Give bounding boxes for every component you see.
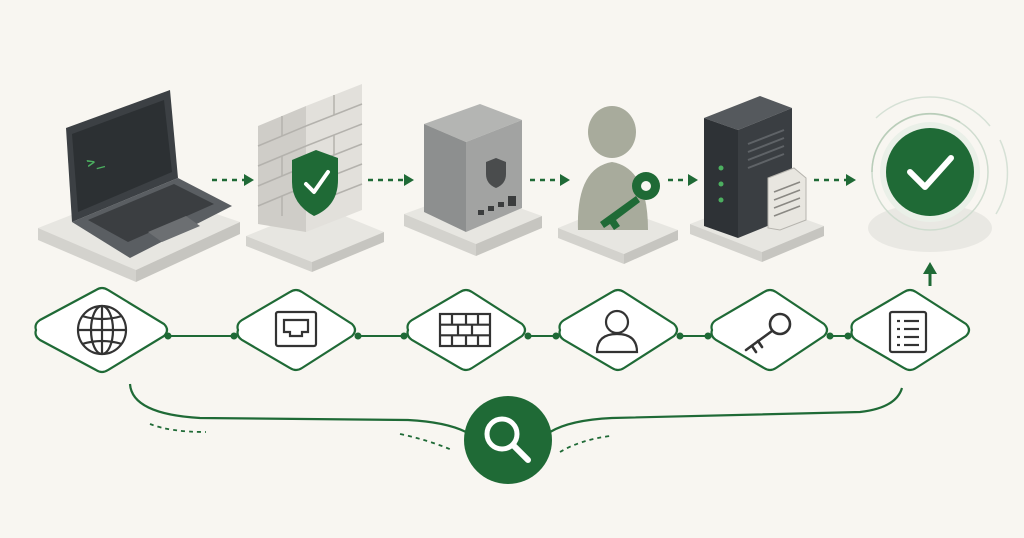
globe-icon <box>76 304 128 356</box>
gateway-box-icon <box>404 104 542 256</box>
user-key-icon <box>558 106 678 264</box>
user-icon <box>595 309 639 354</box>
flow-node-log <box>850 288 971 372</box>
terminal-prompt-text: >_ <box>85 152 106 172</box>
flow-node-user <box>558 288 679 372</box>
flow-node-credential <box>710 288 829 372</box>
up-arrow <box>923 262 937 286</box>
server-document-icon <box>690 96 824 262</box>
inspector-curve <box>128 383 904 433</box>
magnifier-icon <box>464 396 552 484</box>
laptop-terminal-icon: >_ <box>38 90 240 282</box>
ethernet-port-icon <box>274 310 318 348</box>
flow-node-firewall-rule <box>406 288 527 372</box>
connector-dots <box>164 332 852 340</box>
check-circle-icon <box>868 96 1009 252</box>
document-list-icon <box>888 310 928 354</box>
key-icon <box>744 312 792 354</box>
inspector-dashes <box>149 423 611 453</box>
flow-node-internet <box>34 286 169 374</box>
brick-wall-shield-icon <box>246 84 384 272</box>
top-arrow-heads <box>244 174 856 186</box>
brick-wall-icon <box>438 312 492 348</box>
flow-node-network-port <box>236 288 357 372</box>
